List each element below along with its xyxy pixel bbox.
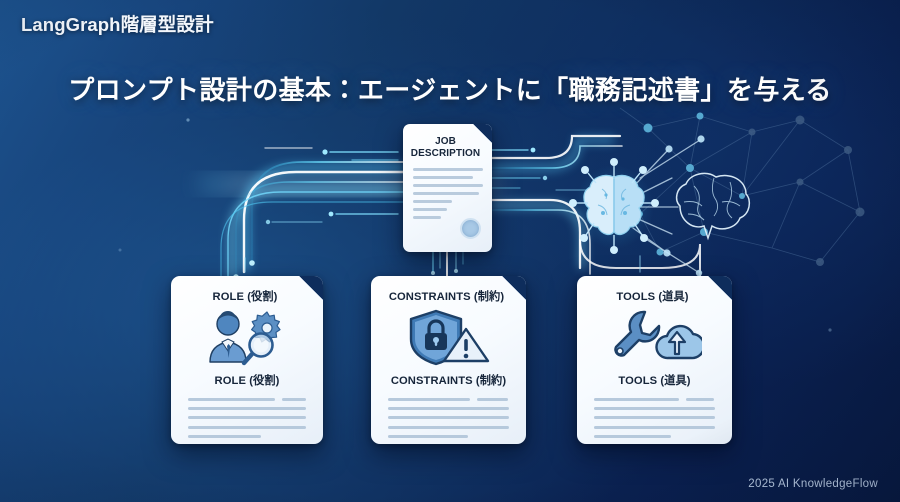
brain-line-nodes xyxy=(663,135,705,277)
page-fold-shadow xyxy=(473,124,492,143)
job-description-title-line2: DESCRIPTION xyxy=(410,147,481,159)
center-drop-traces xyxy=(244,249,641,281)
card-role[interactable]: ROLE (役割) xyxy=(171,276,323,444)
card-constraints-title: CONSTRAINTS (制約) xyxy=(388,291,505,303)
card-role-subtitle: ROLE (役割) xyxy=(214,375,280,387)
card-constraints-subtitle: CONSTRAINTS (制約) xyxy=(390,375,507,387)
person-gear-magnifier-icon xyxy=(171,309,323,367)
brain-outline-icon xyxy=(675,172,751,241)
network-mesh-icon xyxy=(619,107,865,266)
header-title: LangGraph階層型設計 xyxy=(21,14,214,35)
card-constraints[interactable]: CONSTRAINTS (制約) CONSTRAINTS (制約) xyxy=(371,276,526,444)
left-circuit-traces xyxy=(218,147,409,288)
document-seal-icon xyxy=(460,218,481,239)
card-role-text-lines xyxy=(188,398,306,444)
job-description-title-line1: JOB xyxy=(435,136,456,147)
card-tools[interactable]: TOOLS (道具) TOOLS (道具) xyxy=(577,276,732,444)
card-tools-title: TOOLS (道具) xyxy=(616,291,689,303)
card-constraints-text-lines xyxy=(388,398,509,444)
card-role-title: ROLE (役割) xyxy=(212,291,278,303)
card-tools-text-lines xyxy=(594,398,715,444)
job-description-text-lines xyxy=(413,168,483,224)
wrench-cloud-upload-icon xyxy=(577,309,732,367)
footer-credit: 2025 AI KnowledgeFlow xyxy=(748,478,878,490)
page-fold-shadow xyxy=(502,276,526,300)
job-description-card[interactable]: JOB DESCRIPTION xyxy=(403,124,492,252)
page-fold-shadow xyxy=(708,276,732,300)
shield-lock-warning-icon xyxy=(371,309,526,367)
card-tools-subtitle: TOOLS (道具) xyxy=(618,375,691,387)
page-title: プロンプト設計の基本：エージェントに「職務記述書」を与える xyxy=(68,75,832,105)
brain-network-icon xyxy=(569,158,659,254)
job-description-title: JOB DESCRIPTION xyxy=(403,136,488,160)
page-fold-shadow xyxy=(299,276,323,300)
